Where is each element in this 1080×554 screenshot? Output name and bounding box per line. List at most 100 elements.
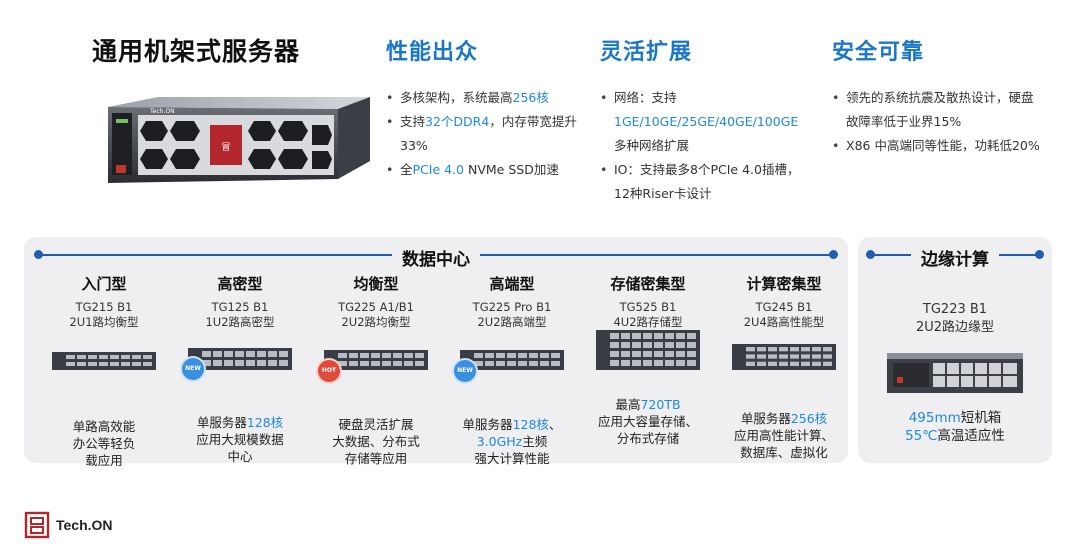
svg-text:Tech.ON: Tech.ON [149,108,175,115]
product-model: TG225 Pro B1 [472,300,552,314]
feature-item: 网络：支持1GE/10GE/25GE/40GE/100GE 多种网络扩展 [600,86,806,158]
product-model: TG525 B1 [619,300,677,314]
feature-reliability-title: 安全可靠 [832,40,925,65]
feature-list: 领先的系统抗震及散热设计，硬盘故障率低于业界15% X86 中高端同等性能，功耗低… [832,86,1042,158]
description-line: 55℃高温适应性 [858,427,1052,445]
edge-title: 边缘计算 [911,250,999,270]
product-name: 高密型 [217,275,263,293]
product-image-wrap: NEW [446,350,578,408]
product-model: TG225 A1/B1 [338,300,414,314]
text-run: 单服务器 [462,417,513,432]
text-run: 应用大容量存储、 [597,414,698,429]
text-run: 主频 [522,434,548,449]
product-image-wrap [38,352,170,410]
feature-item: 多核架构，系统最高256核 [386,86,586,110]
feature-flexibility: 灵活扩展 网络：支持1GE/10GE/25GE/40GE/100GE 多种网络扩… [600,34,806,206]
text-run: IO：支持最多8个PCIe 4.0插槽，12种Riser卡设计 [614,162,800,201]
product-image-wrap: HOT [310,350,442,408]
product-image-wrap [718,344,850,402]
product-subtitle: 1U2路高密型 [205,315,275,329]
product-image-wrap [582,330,714,388]
feature-reliability: 安全可靠 领先的系统抗震及散热设计，硬盘故障率低于业界15% X86 中高端同等性… [832,34,1042,158]
text-run: 单服务器 [740,411,791,426]
text-run: 应用大规模数据 [196,432,284,447]
text-run: 强大计算性能 [474,451,550,466]
product-model: TG215 B1 [75,300,133,314]
highlight-text: 495mm [908,410,961,426]
hot-badge: HOT [318,360,340,382]
text-run: 大数据、分布式 [332,434,420,449]
description-line: 分布式存储 [582,430,714,447]
datacenter-title: 数据中心 [392,250,480,270]
edge-header: 边缘计算 [858,245,1052,270]
product-subtitle: 2U1路均衡型 [69,315,139,329]
text-run: 最高 [615,397,641,412]
text-run: 分布式存储 [616,431,680,446]
text-run: X86 中高端同等性能，功耗低20% [846,138,1040,153]
highlight-text: 128核 [512,417,549,432]
text-run: ，内存带宽提升33% [400,114,577,153]
brand-logo-icon [24,511,50,539]
feature-item: 全PCIe 4.0 NVMe SSD加速 [386,158,586,182]
text-run: 中心 [227,449,253,464]
text-run: 领先的系统抗震及散热设计，硬盘故障率低于业界15% [846,90,1034,129]
text-run: 硬盘灵活扩展 [338,417,414,432]
description-line: 大数据、分布式 [310,433,442,450]
text-run: 单服务器 [196,415,247,430]
product-server-image [324,350,428,370]
description-line: 载应用 [38,452,170,469]
feature-item: 领先的系统抗震及散热设计，硬盘故障率低于业界15% [832,86,1042,134]
highlight-text: 256核 [790,411,828,426]
product-description: 单路高效能办公等轻负载应用 [38,418,170,469]
text-run: 全 [400,162,413,177]
product-subtitle: 2U2路高端型 [477,315,547,329]
text-run: 办公等轻负 [72,436,136,451]
header-dot [1035,250,1044,259]
description-line: 单路高效能 [38,418,170,435]
product-name: 均衡型 [353,275,399,293]
text-run: 多核架构，系统最高 [400,90,513,105]
feature-performance: 性能出众 多核架构，系统最高256核支持32个DDR4，内存带宽提升33%全PC… [386,34,586,182]
description-line: 强大计算性能 [446,450,578,467]
product-server-image [732,344,836,370]
text-run: 多种网络扩展 [614,138,690,153]
text-run: 网络：支持 [614,90,677,105]
edge-model: TG223 B1 [922,302,988,317]
highlight-text: 720TB [640,397,681,412]
edge-server-image [887,353,1023,393]
text-run: NVMe SSD加速 [464,162,559,177]
product-model: TG245 B1 [755,300,813,314]
highlight-text: 32个DDR4 [425,114,490,129]
product-subtitle: 2U4路高性能型 [743,315,825,329]
product-description: 单服务器128核、3.0GHz主频强大计算性能 [446,416,578,467]
description-line: 中心 [174,448,306,465]
description-line: 存储等应用 [310,450,442,467]
product-name: 高端型 [489,275,535,293]
description-line: 495mm短机箱 [858,409,1052,427]
product-description: 最高720TB 应用大容量存储、分布式存储 [582,396,714,447]
text-run: 短机箱 [960,410,1002,426]
new-badge: NEW [454,360,476,382]
description-line: 单服务器128核 [174,414,306,431]
edge-subtitle: 2U2路边缘型 [915,320,995,335]
text-run: 单路高效能 [72,419,136,434]
text-run: 支持 [400,114,426,129]
feature-item: 支持32个DDR4，内存带宽提升33% [386,110,586,158]
text-run: 高温适应性 [937,428,1005,444]
feature-item: X86 中高端同等性能，功耗低20% [832,134,1042,158]
product-name: 入门型 [81,275,127,293]
new-badge: NEW [182,358,204,380]
description-line: 应用高性能计算、 [718,427,850,444]
product-server-image [188,348,292,370]
product-description: 单服务器256核应用高性能计算、数据库、虚拟化 [718,410,850,461]
feature-performance-title: 性能出众 [386,40,479,65]
text-run: 数据库、虚拟化 [740,445,828,460]
text-run: 载应用 [85,453,123,468]
highlight-text: 55℃ [905,428,938,444]
